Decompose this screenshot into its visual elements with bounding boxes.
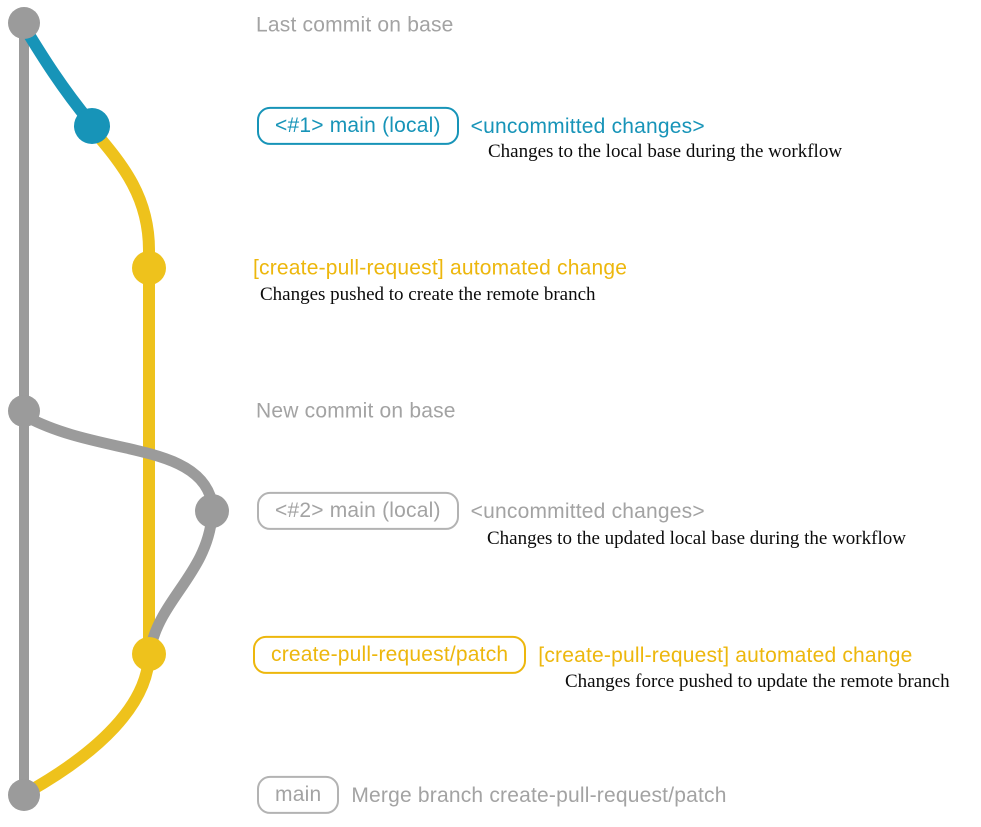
commit-node-merge-commit: [8, 779, 40, 811]
merge-commit-label: Merge branch create-pull-request/patch: [351, 783, 727, 807]
branch-badge-create-pull-request-patch: create-pull-request/patch: [253, 635, 527, 675]
uncommitted-changes-2-label: <uncommitted changes>: [470, 499, 705, 523]
row-last-commit: Last commit on base: [256, 13, 454, 36]
row-new-commit: New commit on base: [256, 399, 456, 422]
local-change-1-line: [19, 22, 96, 128]
row-uncommitted-2: <#2> main (local) <uncommitted changes>: [257, 491, 705, 531]
automated-change-1-label: [create-pull-request] automated change: [253, 256, 628, 280]
commit-node-last-commit-on-base: [8, 7, 40, 39]
local-change-2-merge-line: [145, 510, 218, 652]
commit-node-new-commit-on-base: [8, 395, 40, 427]
row-automated-change-2: create-pull-request/patch [create-pull-r…: [253, 635, 913, 675]
uncommitted-changes-1-caption: Changes to the local base during the wor…: [488, 141, 843, 162]
branch-badge-main: main: [257, 775, 340, 815]
commit-node-uncommitted-changes-2: [195, 494, 229, 528]
commit-node-automated-change-2: [132, 637, 166, 671]
create-pull-request-branch-line: [22, 124, 155, 798]
branch-badge-main-local-1: <#1> main (local): [257, 106, 459, 146]
automated-change-2-label: [create-pull-request] automated change: [538, 643, 913, 667]
new-commit-label: New commit on base: [256, 399, 456, 423]
row-merge-commit: main Merge branch create-pull-request/pa…: [257, 775, 727, 815]
automated-change-1-caption: Changes pushed to create the remote bran…: [260, 284, 596, 305]
row-uncommitted-1: <#1> main (local) <uncommitted changes>: [257, 106, 705, 146]
branch-badge-main-local-2: <#2> main (local): [257, 491, 459, 531]
automated-change-2-caption: Changes force pushed to update the remot…: [565, 671, 950, 692]
commit-node-automated-change-1: [132, 251, 166, 285]
commit-node-uncommitted-changes-1: [74, 108, 110, 144]
uncommitted-changes-1-label: <uncommitted changes>: [470, 114, 705, 138]
row-automated-change-1: [create-pull-request] automated change: [253, 256, 627, 279]
last-commit-label: Last commit on base: [256, 13, 454, 37]
local-change-2-line: [21, 411, 218, 508]
uncommitted-changes-2-caption: Changes to the updated local base during…: [487, 528, 906, 549]
